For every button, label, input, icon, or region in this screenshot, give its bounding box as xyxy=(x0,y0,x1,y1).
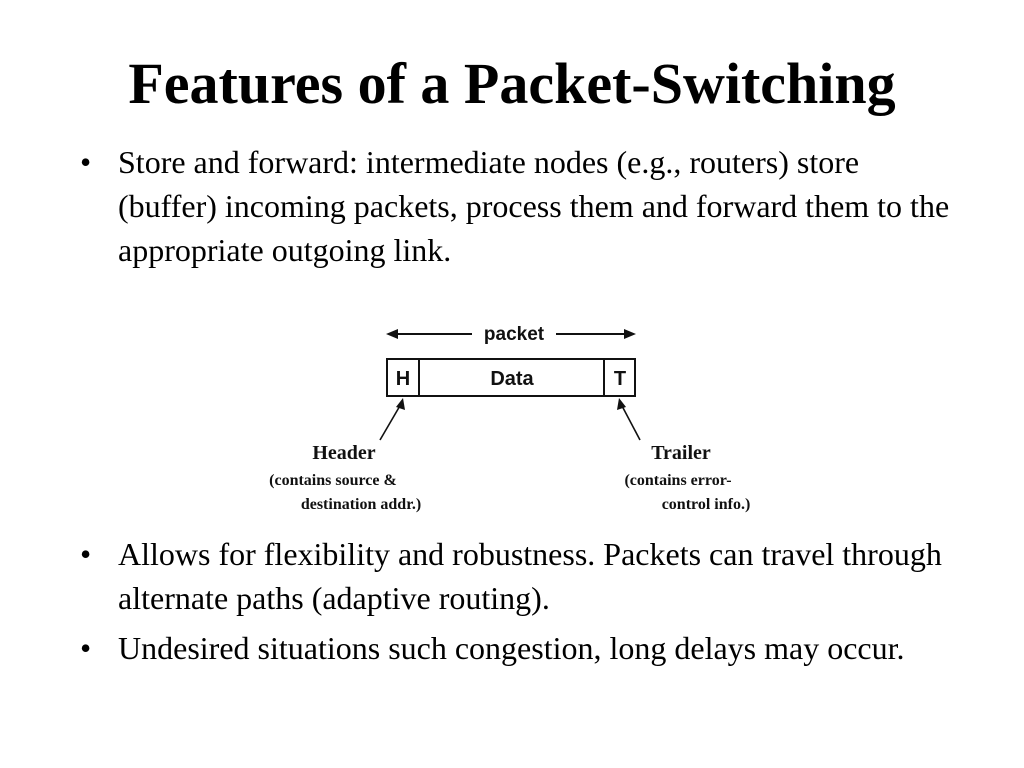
bullet-marker: • xyxy=(80,144,92,180)
header-caption-title: Header xyxy=(312,442,375,464)
bullet-item: • Store and forward: intermediate nodes … xyxy=(80,140,960,272)
packet-span-arrow-right xyxy=(556,329,636,339)
packet-span-arrow-left xyxy=(386,329,472,339)
packet-diagram-svg: packet H Data T xyxy=(269,324,751,513)
bullet-text: Undesired situations such congestion, lo… xyxy=(118,630,905,666)
trailer-caption-title: Trailer xyxy=(651,442,711,464)
packet-label: packet xyxy=(484,324,545,345)
packet-diagram: packet H Data T xyxy=(240,312,800,522)
bullet-marker: • xyxy=(80,630,92,666)
bullet-item: • Undesired situations such congestion, … xyxy=(80,626,960,670)
bullet-list-bottom: • Allows for flexibility and robustness.… xyxy=(80,532,960,670)
trailer-caption-line2: control info.) xyxy=(662,496,751,513)
trailer-cell: T xyxy=(614,368,626,390)
header-caption-line2: destination addr.) xyxy=(301,496,421,513)
trailer-caption-line1: (contains error- xyxy=(624,472,731,489)
packet-box-outline xyxy=(386,358,636,397)
trailer-pointer-arrow xyxy=(617,398,641,441)
slide-title: Features of a Packet-Switching xyxy=(128,51,896,116)
header-cell: H xyxy=(396,368,410,390)
bullet-list-top: • Store and forward: intermediate nodes … xyxy=(80,140,960,272)
bullet-text: Allows for flexibility and robustness. P… xyxy=(118,536,942,616)
bullet-text: Store and forward: intermediate nodes (e… xyxy=(118,144,950,268)
bullet-marker: • xyxy=(80,536,92,572)
data-cell: Data xyxy=(490,368,534,390)
packet-box: H Data T xyxy=(386,358,636,397)
header-caption-line1: (contains source & xyxy=(269,472,397,489)
header-pointer-arrow xyxy=(379,398,405,441)
bullet-item: • Allows for flexibility and robustness.… xyxy=(80,532,960,620)
